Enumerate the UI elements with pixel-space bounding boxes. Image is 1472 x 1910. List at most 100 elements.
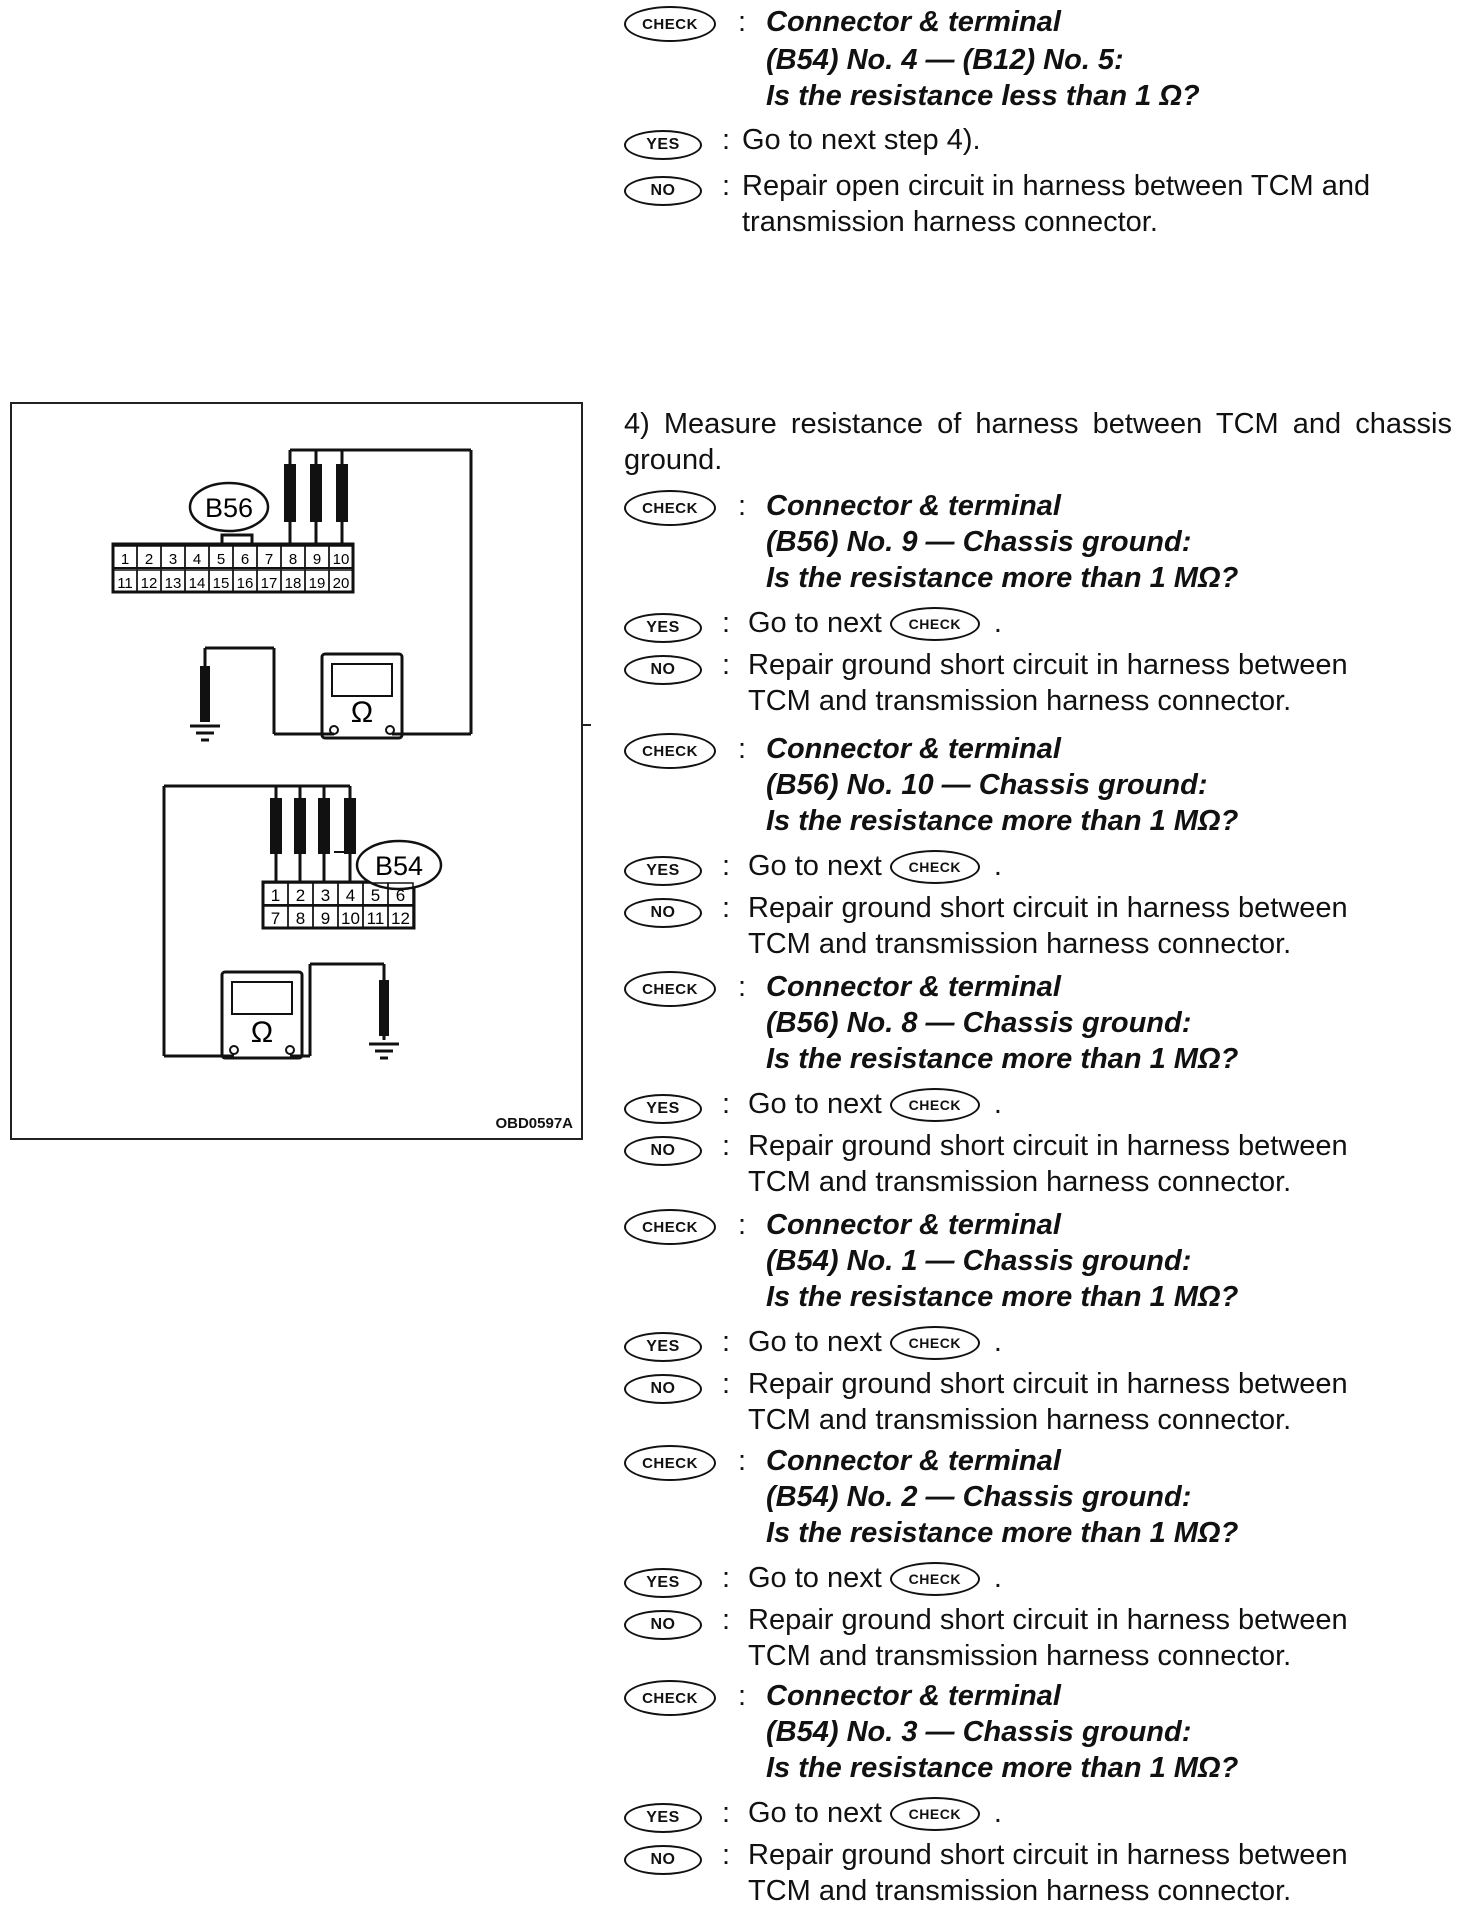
divider-tick — [583, 724, 591, 726]
probe-icon — [284, 464, 296, 522]
colon: : — [722, 1604, 731, 1636]
yes-badge-icon: YES — [624, 856, 702, 886]
pin-number: 1 — [271, 886, 280, 905]
period: . — [993, 1562, 1002, 1594]
no-text: TCM and transmission harness connector. — [748, 1166, 1292, 1198]
colon: : — [722, 170, 731, 202]
check-badge-icon: CHECK — [889, 1562, 980, 1597]
check-line: (B56) No. 9 — Chassis ground: — [766, 526, 1192, 558]
check-line: Is the resistance more than 1 MΩ? — [766, 1517, 1239, 1549]
no-badge-icon: NO — [624, 1610, 702, 1640]
no-text: TCM and transmission harness connector. — [748, 1640, 1292, 1672]
colon: : — [738, 733, 747, 765]
colon: : — [722, 1130, 731, 1162]
pin-number: 12 — [391, 909, 410, 928]
no-badge-icon: NO — [624, 655, 702, 685]
yes-text-label: Go to next — [748, 1088, 882, 1120]
ohmmeter-1 — [320, 652, 404, 740]
no-text: Repair ground short circuit in harness b… — [748, 649, 1348, 681]
probe-icon — [344, 798, 356, 854]
pin-number: 18 — [285, 575, 302, 592]
period: . — [993, 1326, 1002, 1358]
yes-text-label: Go to next — [748, 1562, 882, 1594]
check-line: (B54) No. 2 — Chassis ground: — [766, 1481, 1192, 1513]
b54-label-bubble — [355, 839, 443, 891]
yes-text-label: Go to next — [748, 1797, 882, 1829]
probe-icon — [379, 980, 389, 1036]
check-badge-icon: CHECK — [624, 971, 716, 1007]
no-badge-icon: NO — [624, 176, 702, 206]
b56-label: B56 — [205, 493, 253, 523]
yes-badge-icon: YES — [624, 130, 702, 160]
pin-number: 14 — [189, 575, 206, 592]
b56-connector-tab — [220, 533, 254, 547]
pin-number: 16 — [237, 575, 254, 592]
period: . — [993, 1797, 1002, 1829]
check-line: Is the resistance more than 1 MΩ? — [766, 1043, 1239, 1075]
colon: : — [738, 1680, 747, 1712]
colon: : — [738, 490, 747, 522]
no-text: TCM and transmission harness connector. — [748, 685, 1292, 717]
colon: : — [722, 1797, 731, 1829]
colon: : — [722, 649, 731, 681]
colon: : — [722, 892, 731, 924]
pin-number: 9 — [321, 909, 330, 928]
pin-number: 11 — [367, 909, 385, 928]
probe-icon — [294, 798, 306, 854]
colon: : — [722, 1326, 731, 1358]
check-badge-icon: CHECK — [889, 607, 980, 642]
pin-number: 3 — [169, 551, 177, 568]
colon: : — [722, 850, 731, 882]
check-line: (B54) No. 3 — Chassis ground: — [766, 1716, 1192, 1748]
pin-number: 4 — [193, 551, 201, 568]
probe-icon — [318, 798, 330, 854]
yes-text: Go to next step 4). — [742, 124, 981, 156]
colon: : — [738, 6, 747, 38]
no-text: Repair ground short circuit in harness b… — [748, 1130, 1348, 1162]
colon: : — [722, 1088, 731, 1120]
no-text: Repair ground short circuit in harness b… — [748, 892, 1348, 924]
check-line: Connector & terminal — [766, 1209, 1061, 1241]
pin-number: 19 — [309, 575, 326, 592]
check-line: Is the resistance more than 1 MΩ? — [766, 562, 1239, 594]
pin-number: 15 — [213, 575, 230, 592]
pin-number: 4 — [346, 886, 355, 905]
no-badge-icon: NO — [624, 1374, 702, 1404]
pin-number: 17 — [261, 575, 278, 592]
no-text: Repair ground short circuit in harness b… — [748, 1368, 1348, 1400]
pin-number: 8 — [296, 909, 305, 928]
check-line: Is the resistance more than 1 MΩ? — [766, 805, 1239, 837]
pin-number: 3 — [321, 886, 330, 905]
check-badge-icon: CHECK — [889, 850, 980, 885]
check-line: Connector & terminal — [766, 490, 1061, 522]
pin-number: 6 — [241, 551, 249, 568]
no-badge-icon: NO — [624, 898, 702, 928]
no-text: TCM and transmission harness connector. — [748, 1875, 1292, 1907]
check-line: Connector & terminal — [766, 971, 1061, 1003]
check-badge-icon: CHECK — [889, 1797, 980, 1832]
pin-cell — [328, 569, 354, 593]
pin-number: 5 — [371, 886, 380, 905]
check-line: Is the resistance more than 1 MΩ? — [766, 1281, 1239, 1313]
no-text: TCM and transmission harness connector. — [748, 928, 1292, 960]
yes-badge-icon: YES — [624, 1568, 702, 1598]
colon: : — [722, 1368, 731, 1400]
b56-label-bubble — [188, 481, 270, 533]
pin-cell — [387, 882, 414, 906]
pin-number: 20 — [333, 575, 350, 592]
yes-badge-icon: YES — [624, 613, 702, 643]
ohm-icon: Ω — [351, 696, 373, 729]
check-line: (B54) No. 4 — (B12) No. 5: — [766, 44, 1124, 76]
pin-number: 11 — [117, 575, 133, 592]
check-badge-icon: CHECK — [624, 1445, 716, 1481]
probe-icon — [336, 464, 348, 522]
check-line: Connector & terminal — [766, 6, 1061, 38]
pin-number: 6 — [396, 886, 405, 905]
check-line: Connector & terminal — [766, 1680, 1061, 1712]
pin-number: 10 — [341, 909, 360, 928]
yes-badge-icon: YES — [624, 1094, 702, 1124]
